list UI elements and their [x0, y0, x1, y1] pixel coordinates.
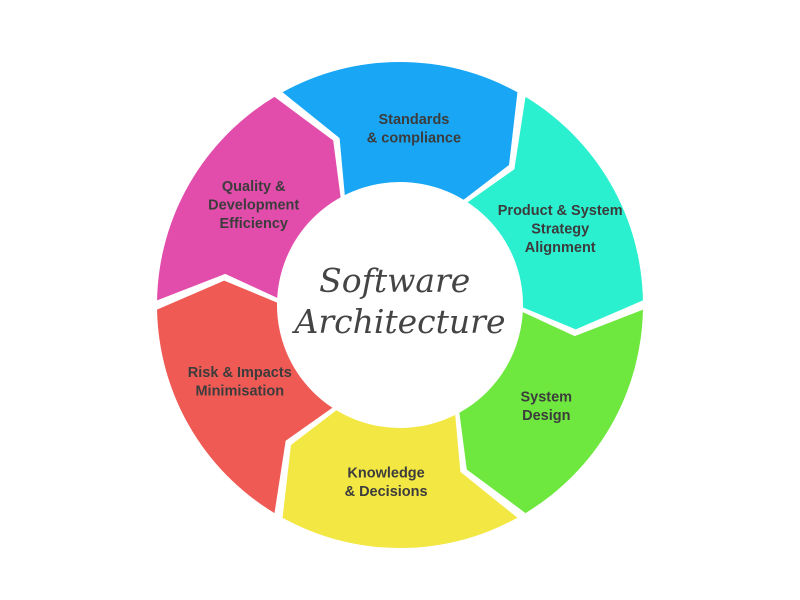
center-title-line-1: Software: [319, 261, 470, 300]
label-system-design-line-2: Design: [522, 408, 570, 424]
label-risk-impacts-line-1: Risk & Impacts: [188, 365, 292, 381]
label-knowledge-decisions: Knowledge & Decisions: [345, 466, 428, 501]
segment-product-system-strategy: [457, 96, 643, 330]
label-quality-efficiency-line-3: Efficiency: [219, 216, 288, 232]
label-quality-efficiency-line-1: Quality &: [222, 179, 286, 195]
segment-knowledge-decisions: [282, 403, 518, 548]
label-knowledge-decisions-line-1: Knowledge: [347, 466, 424, 482]
label-product-system-strategy-line-3: Alignment: [525, 240, 596, 256]
label-standards-compliance-line-1: Standards: [378, 112, 449, 128]
label-product-system-strategy-line-1: Product & System: [498, 203, 623, 219]
segment-risk-impacts: [157, 280, 343, 514]
label-knowledge-decisions-line-2: & Decisions: [345, 484, 428, 500]
label-system-design-line-1: System: [520, 389, 572, 405]
center-title-line-2: Architecture: [292, 302, 506, 341]
label-quality-efficiency-line-2: Development: [208, 197, 299, 213]
label-standards-compliance-line-2: & compliance: [367, 130, 461, 146]
center-circle: [277, 182, 523, 428]
center-title: Software Architecture: [292, 261, 506, 341]
segment-standards-compliance: [282, 62, 518, 207]
label-risk-impacts-line-2: Minimisation: [195, 384, 284, 400]
label-standards-compliance: Standards & compliance: [367, 112, 461, 147]
label-product-system-strategy-line-2: Strategy: [531, 222, 589, 238]
